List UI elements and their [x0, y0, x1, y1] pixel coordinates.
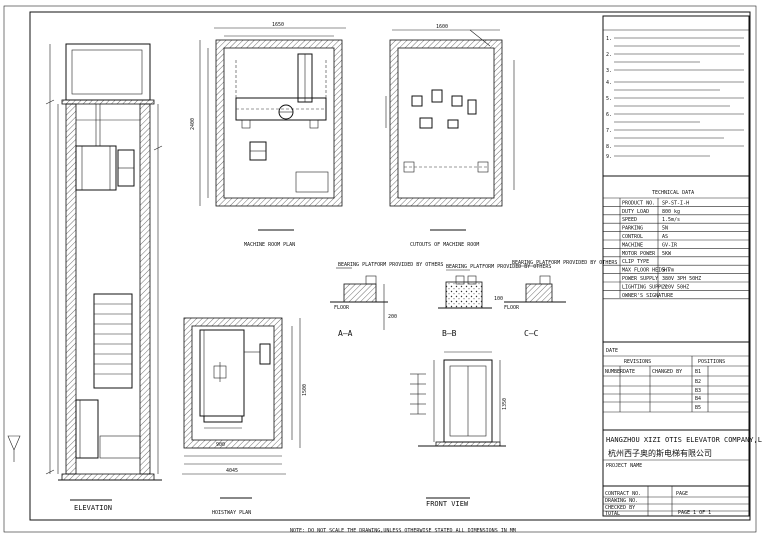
- hoistway-plan-label: HOISTWAY PLAN: [212, 510, 251, 516]
- note-line-8: 8.: [606, 144, 612, 150]
- tech-row-label: MACHINE: [622, 242, 643, 248]
- front-view: [410, 351, 506, 447]
- tech-row-value: 5.7m: [662, 268, 674, 274]
- project-name-label: PROJECT NAME: [606, 463, 642, 469]
- revisions-date-label: DATE: [606, 348, 618, 354]
- tech-row-label: SPEED: [622, 217, 637, 223]
- tech-row-label: PARKING: [622, 226, 643, 232]
- sheet-border-outer: [3, 5, 757, 533]
- elevation-label: ELEVATION: [74, 504, 112, 512]
- section-b: [438, 269, 492, 309]
- tech-row-label: CLIP TYPE: [622, 259, 649, 265]
- dim-section-b: 100: [494, 296, 503, 302]
- dim-section-a: 200: [388, 314, 397, 320]
- section-a-bearing-note: BEARING PLATFORM PROVIDED BY OTHERS: [338, 262, 443, 268]
- rev-col-number: NUMBER: [605, 369, 624, 375]
- tech-row-label: LIGHTING SUPPLY: [622, 284, 667, 290]
- position-b4: B4: [695, 396, 701, 402]
- rev-col-date: DATE: [623, 369, 635, 375]
- title-block: CONTRACT NO. DRAWING NO. CHECKED BY TOTA…: [603, 486, 749, 517]
- tech-row-label: POWER SUPPLY: [622, 276, 658, 282]
- machine-room-plan: [199, 27, 346, 207]
- hoistway-plan: [182, 317, 301, 475]
- note-line-9: 9.: [606, 154, 612, 160]
- checked-by-label: CHECKED BY: [605, 505, 635, 511]
- general-notes: 1. 2. 3. 4. 5. 6. 7. 8. 9.: [603, 29, 749, 160]
- dim-door-width: 900: [216, 442, 225, 448]
- tech-row-label: DUTY LOAD: [622, 209, 649, 215]
- bottom-note: NOTE: DO NOT SCALE THE DRAWING,UNLESS OT…: [290, 528, 516, 534]
- machine-room-plan-label: MACHINE ROOM PLAN: [244, 242, 295, 248]
- positions-header: POSITIONS: [698, 359, 725, 365]
- dim-machine-room-width: 1650: [272, 22, 284, 28]
- position-b1: B1: [695, 369, 701, 375]
- note-line-3: 3.: [606, 68, 612, 74]
- elevation-view: [45, 43, 163, 481]
- tech-row-value: GV-IR: [662, 242, 678, 248]
- margin-marker-left: [7, 435, 21, 462]
- position-b5: B5: [695, 405, 701, 411]
- note-line-2: 2.: [606, 52, 612, 58]
- page-label: PAGE: [676, 491, 688, 497]
- cutouts-machine-room: [385, 29, 515, 207]
- tech-row-label: OWNER'S SIGNATURE: [622, 293, 673, 299]
- section-a-floor-label: FLOOR: [334, 305, 350, 311]
- note-line-7: 7.: [606, 128, 612, 134]
- position-b3: B3: [695, 388, 701, 394]
- front-view-label: FRONT VIEW: [426, 500, 469, 508]
- rev-col-changed-by: CHANGED BY: [652, 369, 682, 375]
- right-panel-frame: [602, 15, 750, 517]
- tech-row-value: 220V 50HZ: [662, 284, 689, 290]
- tech-row-label: CONTROL: [622, 234, 643, 240]
- section-b-label: B—B: [442, 329, 457, 338]
- section-c-floor-label: FLOOR: [504, 305, 520, 311]
- total-label: TOTAL: [605, 511, 620, 517]
- section-a: [330, 267, 388, 330]
- tech-table-rows: PRODUCT NO. SP-ST-I-H DUTY LOAD 800 kg SPEED…: [603, 200, 749, 300]
- tech-row-label: MAX FLOOR HEIGHT: [622, 268, 670, 274]
- tech-row-value: 800 kg: [662, 209, 680, 215]
- tech-row-value: AS: [662, 234, 668, 240]
- tech-row-value: 1.5m/s: [662, 217, 680, 223]
- hoistway-dim-entrance: 4045: [226, 468, 238, 474]
- tech-row-value: 5N: [662, 226, 668, 232]
- dim-front-height: 1350: [502, 398, 508, 410]
- contract-no-label: CONTRACT NO.: [605, 491, 641, 497]
- section-b-bearing-note: BEARING PLATFORM PROVIDED BY OTHERS: [446, 264, 551, 270]
- note-line-6: 6.: [606, 112, 612, 118]
- cutouts-label: CUTOUTS OF MACHINE ROOM: [410, 242, 479, 248]
- tech-row-label: MOTOR POWER: [622, 251, 656, 257]
- tech-row-value: 5KW: [662, 251, 672, 257]
- tech-row-value: SP-ST-I-H: [662, 200, 689, 206]
- section-c-label: C—C: [524, 329, 539, 338]
- tech-row-label: PRODUCT NO.: [622, 200, 655, 206]
- company-name-en: HANGZHOU XIZI OTIS ELEVATOR COMPANY,LTD.: [606, 436, 762, 444]
- section-c: [504, 265, 566, 303]
- drawing-no-label: DRAWING NO.: [605, 498, 638, 504]
- company-name-cn: 杭州西子奥的斯电梯有限公司: [608, 448, 712, 458]
- company-block: HANGZHOU XIZI OTIS ELEVATOR COMPANY,LTD.…: [603, 429, 762, 487]
- revisions-header: REVISIONS: [624, 359, 651, 365]
- dim-hoistway-depth: 1500: [302, 384, 308, 396]
- tech-row-value: 380V 3PH 50HZ: [662, 276, 701, 282]
- position-b2: B2: [695, 379, 701, 385]
- note-line-5: 5.: [606, 96, 612, 102]
- page-value: PAGE 1 OF 1: [678, 510, 711, 516]
- revisions-block: DATE REVISIONS POSITIONS NUMBER DATE CHA…: [603, 341, 749, 413]
- note-line-4: 4.: [606, 80, 612, 86]
- section-a-label: A—A: [338, 329, 353, 338]
- dim-cutout-width: 1600: [436, 24, 448, 30]
- section-c-bearing-note: BEARING PLATFORM PROVIDED BY OTHERS: [512, 260, 617, 266]
- note-line-1: 1.: [606, 36, 612, 42]
- tech-table-subtitle: TECHNICAL DATA: [652, 190, 694, 196]
- dim-machine-room-depth: 2400: [190, 118, 196, 130]
